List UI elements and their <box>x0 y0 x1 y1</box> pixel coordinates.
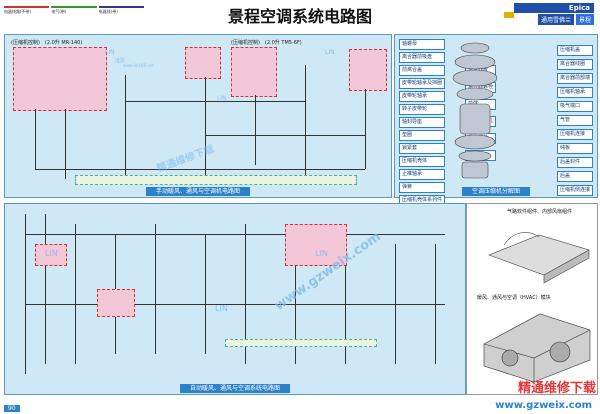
wire <box>65 109 66 179</box>
brand-block: Epica 通用雪佛兰 景程 <box>504 3 594 25</box>
watermark-lin: LIN <box>217 95 227 102</box>
hvac-label-top: 气路软件组件、内部风扇组件 <box>507 209 573 215</box>
watermark-url: www.lin168.net <box>123 63 154 68</box>
wire <box>365 89 366 169</box>
wire <box>255 95 256 165</box>
compressor-control-module-2 <box>231 47 277 97</box>
wire <box>75 224 76 364</box>
wire <box>25 214 26 374</box>
part-label: 皮带轮轴承 <box>399 91 446 102</box>
part-label: 压缩机轴承 <box>556 87 593 98</box>
panel1-caption: 手动暖风、通风与空调机电路图 <box>5 186 391 196</box>
watermark-lin: LIN <box>315 249 328 258</box>
part-label: 轴螺母 <box>399 39 446 50</box>
wire <box>125 75 126 175</box>
wire <box>245 224 246 364</box>
part-label: 压缩机盖 <box>556 45 593 56</box>
compressor-exploded-drawing <box>452 42 498 179</box>
compressor-control-module-1 <box>13 47 107 111</box>
watermark-lin: LIN <box>45 249 58 258</box>
part-label: 后盖封件 <box>556 157 593 168</box>
part-label: 吸气端口 <box>556 101 593 112</box>
page-title: 景程空调系统电路图 <box>227 7 372 26</box>
part-label: 前离合盖 <box>399 65 446 76</box>
part-label: 气管 <box>556 115 593 126</box>
manual-hvac-wiring-panel: (压缩机控制) (2.0升 MR-140) (压缩机控制) (2.0升 TM5-… <box>4 34 392 198</box>
legend-item: 电气(带) <box>51 6 97 20</box>
watermark-lin: LIN <box>215 304 228 313</box>
parts-left-list: 轴螺母 离合器前吸盘 前离合盖 皮带轮轴承及挡圈 皮带轮轴承 转子皮带轮 轴封导… <box>399 39 446 206</box>
watermark-url: www.gzweix.com <box>495 400 592 411</box>
fuse-module <box>349 49 387 91</box>
page-number: 90 <box>4 405 20 412</box>
ground-bus <box>35 169 365 170</box>
wire <box>295 234 296 364</box>
auto-hvac-wiring-panel: LIN LIN LIN www.gzweix.com 自动暖风、通风与空调系统电… <box>4 203 466 395</box>
wire <box>45 214 46 364</box>
chevrolet-logo-icon <box>504 12 514 18</box>
panel2-caption: 空调压缩机分解图 <box>395 186 597 196</box>
brand-model: Epica <box>514 3 594 13</box>
ground-strip <box>225 339 377 347</box>
hvac-label-bottom: 暖风、通风与空调（HVAC）模块 <box>477 295 551 301</box>
part-label: 锁紧套 <box>399 143 446 154</box>
wire <box>205 77 206 175</box>
wire <box>305 65 306 175</box>
part-label: 皮带轮轴承及挡圈 <box>399 78 446 89</box>
header-legend: 电器线路(不带) 电气(带) 电器线(带) <box>4 6 144 20</box>
part-label: 压缩机壳体 <box>399 156 446 167</box>
watermark-lin: LIN <box>325 49 335 56</box>
watermark-kai: 凌凯 <box>115 58 126 64</box>
hvac-housing-illustration <box>483 313 591 383</box>
part-label: 止推轴承 <box>399 169 446 180</box>
wire <box>35 109 36 169</box>
hvac-control-module <box>285 224 347 266</box>
wire <box>155 224 156 354</box>
relay-module <box>97 289 135 317</box>
panel3-caption: 自动暖风、通风与空调系统电路图 <box>5 383 465 393</box>
wire <box>125 101 305 102</box>
relay-module <box>35 244 67 266</box>
bus-line <box>25 234 445 235</box>
brand-name: 通用雪佛兰 <box>537 14 574 25</box>
ground-strip <box>75 175 357 185</box>
wire <box>205 234 206 354</box>
bus-line <box>25 304 445 305</box>
evaporator-illustration <box>488 232 590 284</box>
relay-module <box>185 47 221 79</box>
part-label: 离合器前部端 <box>556 73 593 84</box>
parts-right-list: 压缩机盖 离合器线圈 离合器前部端 压缩机轴承 吸气端口 气管 压缩机连接 纯板… <box>556 45 593 196</box>
wire <box>205 135 365 136</box>
part-label: 后盖 <box>556 171 593 182</box>
part-label: 轴封导座 <box>399 117 446 128</box>
legend-item: 电器线路(不带) <box>4 6 50 20</box>
part-label: 转子皮带轮 <box>399 104 446 115</box>
part-label: 弹簧 <box>399 182 446 193</box>
part-label: 离合器前吸盘 <box>399 52 446 63</box>
watermark-logo: 精通维修下载 <box>517 381 596 396</box>
brand-section: 景程 <box>575 14 594 25</box>
part-label: 压缩机连接 <box>556 129 593 140</box>
part-label: 垫圈 <box>399 130 446 141</box>
panel1-label-right: (压缩机控制) (2.0升 TM5-6F) <box>231 40 302 46</box>
legend-item: 电器线(带) <box>98 6 144 20</box>
part-label: 纯板 <box>556 143 593 154</box>
panel1-label-left: (压缩机控制) (2.0升 MR-140) <box>11 40 83 46</box>
watermark-lin: LIN <box>105 49 115 56</box>
part-label: 压缩机侧连接 <box>556 185 593 196</box>
part-label: 离合器线圈 <box>556 59 593 70</box>
wire <box>345 234 346 364</box>
